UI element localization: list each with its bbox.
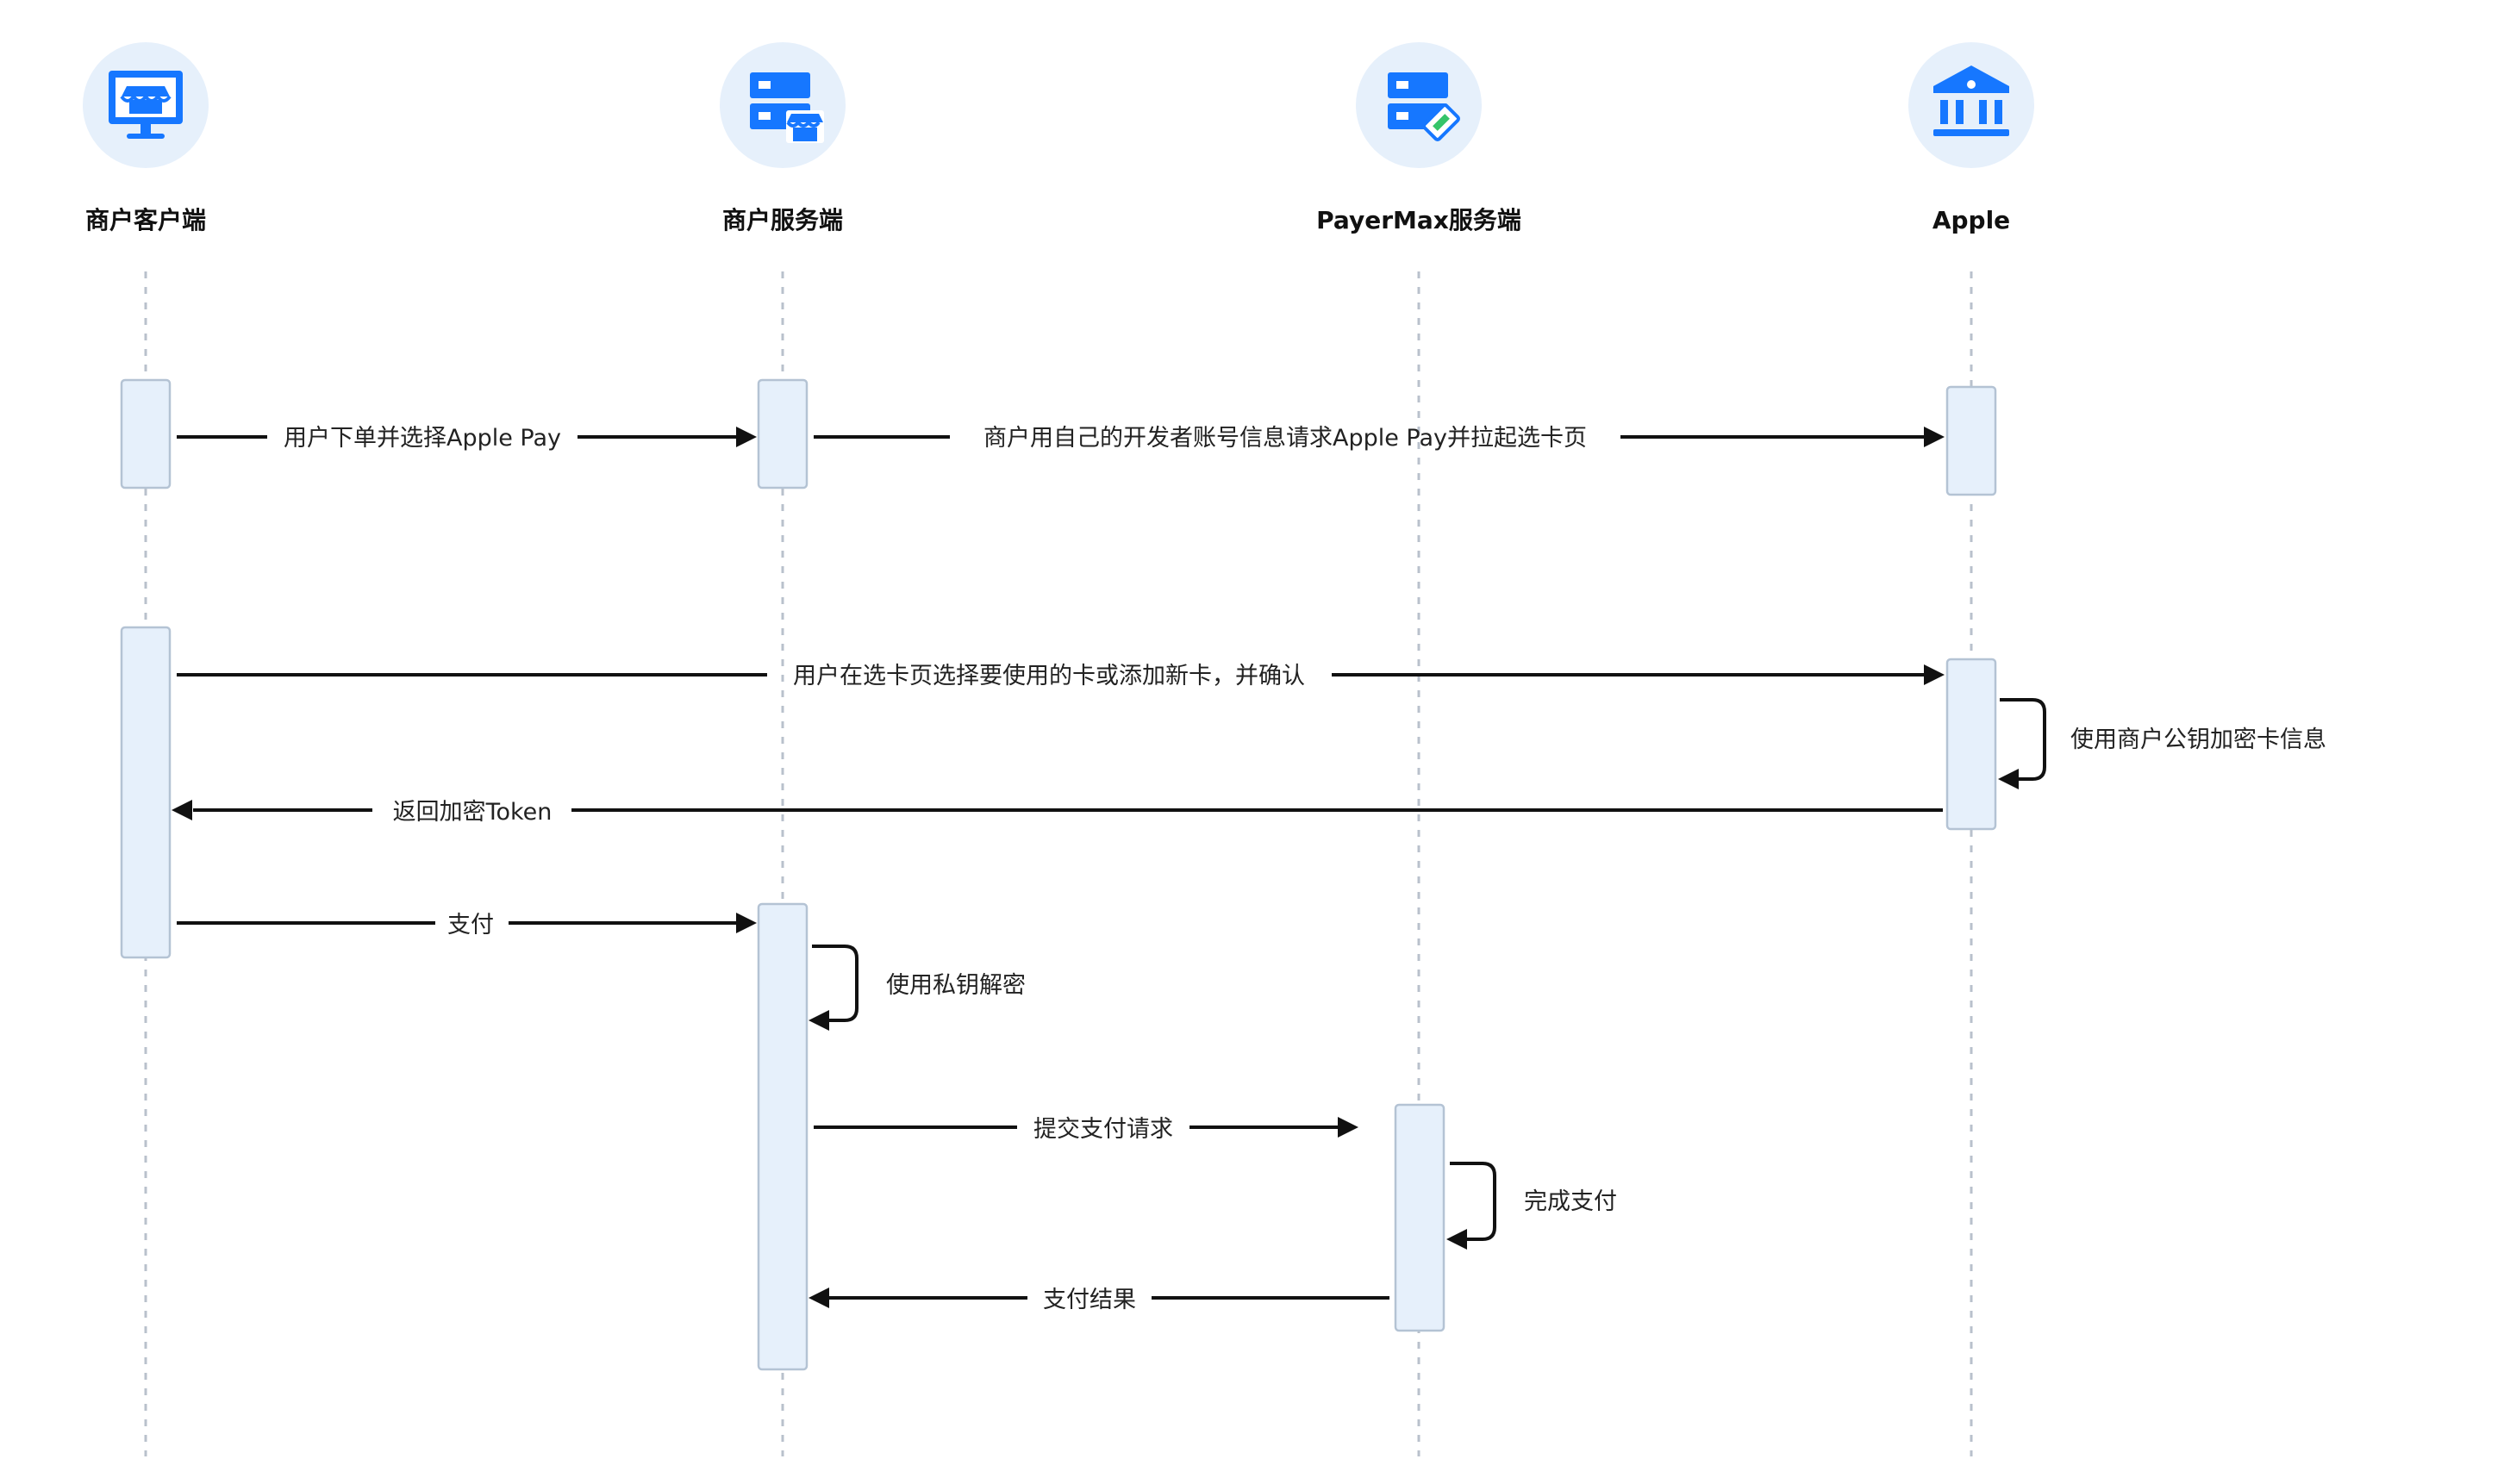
activation-bar-server-1 (757, 378, 809, 489)
activation-bar-client-2 (120, 626, 172, 959)
arrowhead-left (172, 800, 192, 820)
participant-client: 商户客户端 (83, 42, 209, 234)
message-payment-result: 支付结果 (809, 1287, 1389, 1313)
message-label: 用户下单并选择Apple Pay (284, 425, 561, 452)
payermax-server-wallet-icon (1388, 72, 1460, 141)
merchant-client-monitor-store-icon (109, 71, 183, 139)
bank-building-icon (1933, 65, 2009, 136)
message-label: 商户用自己的开发者账号信息请求Apple Pay并拉起选卡页 (983, 425, 1587, 452)
participant-label-server: 商户服务端 (722, 206, 843, 234)
arrowhead-right (736, 913, 757, 933)
participant-label-apple: Apple (1932, 206, 2010, 234)
arrowhead-left (809, 1010, 829, 1031)
arrowhead-right (736, 427, 757, 447)
arrowhead-right (1338, 1117, 1358, 1138)
activation-bar-apple-2 (1945, 658, 1997, 831)
message-order-apple-pay: 用户下单并选择Apple Pay (177, 425, 757, 452)
message-request-apple-pay: 商户用自己的开发者账号信息请求Apple Pay并拉起选卡页 (814, 425, 1945, 452)
message-select-card: 用户在选卡页选择要使用的卡或添加新卡，并确认 (177, 663, 1945, 689)
message-pay: 支付 (177, 912, 757, 938)
message-submit-payment-request: 提交支付请求 (814, 1116, 1358, 1143)
message-label: 用户在选卡页选择要使用的卡或添加新卡，并确认 (793, 663, 1305, 689)
message-label: 支付结果 (1043, 1287, 1136, 1313)
message-label: 支付 (447, 912, 494, 938)
activation-bar-server-2 (757, 902, 809, 1371)
message-decrypt-private-key: 使用私钥解密 (809, 945, 1026, 1031)
participant-payermax: PayerMax服务端 (1316, 42, 1521, 234)
activation-bar-apple-1 (1945, 385, 1997, 496)
activation-bar-payermax (1394, 1103, 1445, 1332)
arrowhead-right (1924, 664, 1945, 685)
message-complete-payment: 完成支付 (1446, 1162, 1617, 1250)
message-label: 使用私钥解密 (886, 972, 1026, 999)
message-label: 使用商户公钥加密卡信息 (2070, 726, 2326, 753)
participant-server: 商户服务端 (720, 42, 846, 234)
participant-label-client: 商户客户端 (85, 206, 206, 234)
arrowhead-left (1446, 1229, 1467, 1250)
activation-bar-client-1 (120, 378, 172, 489)
message-label: 完成支付 (1524, 1188, 1617, 1215)
arrowhead-left (1998, 769, 2019, 789)
message-return-token: 返回加密Token (172, 799, 1943, 826)
merchant-server-store-icon (750, 72, 824, 143)
message-label: 返回加密Token (393, 799, 553, 826)
participant-label-payermax: PayerMax服务端 (1316, 206, 1521, 234)
message-label: 提交支付请求 (1033, 1116, 1173, 1143)
arrowhead-left (809, 1288, 829, 1308)
arrowhead-right (1924, 427, 1945, 447)
participant-apple: Apple (1908, 42, 2034, 234)
message-encrypt-card-info: 使用商户公钥加密卡信息 (1998, 698, 2326, 789)
